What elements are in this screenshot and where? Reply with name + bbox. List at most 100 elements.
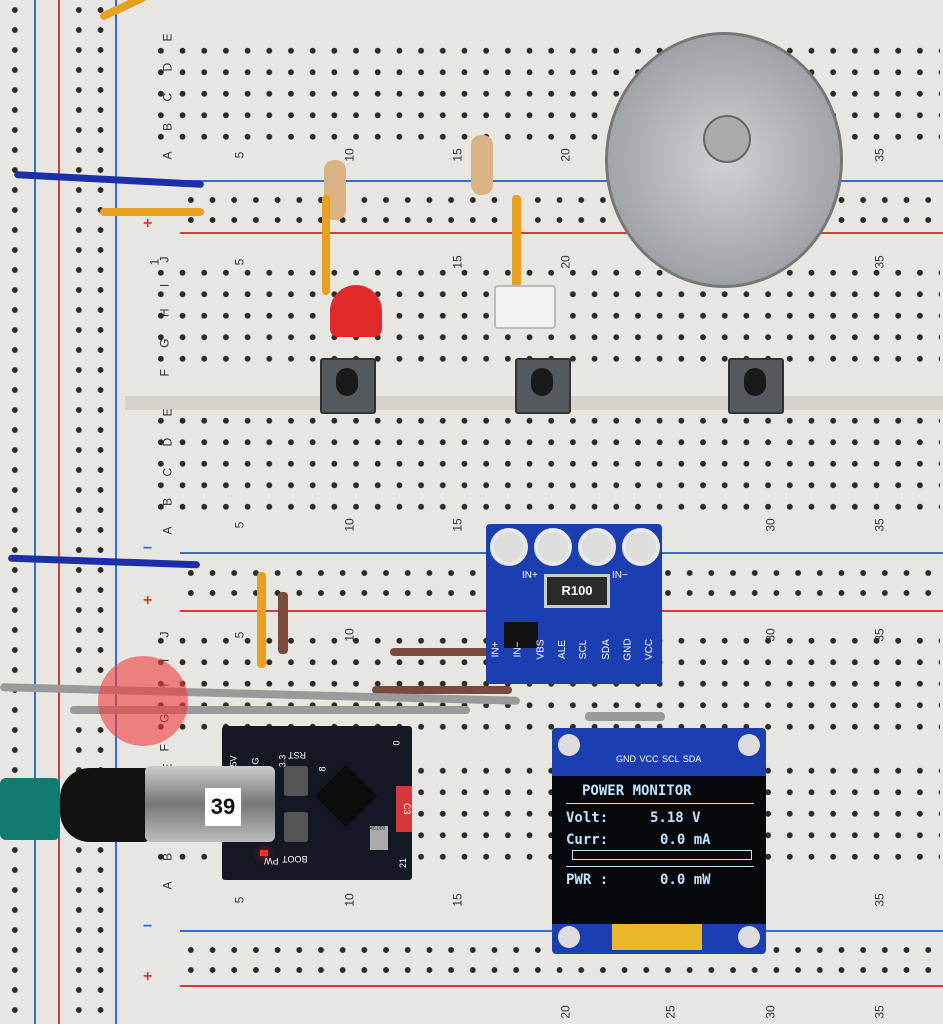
pw-label: PW bbox=[264, 856, 279, 866]
white-led bbox=[494, 285, 556, 329]
pin-label-21: 21 bbox=[398, 857, 409, 869]
divider bbox=[566, 803, 754, 804]
col-25: 25 bbox=[663, 1005, 678, 1019]
pin-vcc: VCC bbox=[639, 754, 659, 764]
power-led bbox=[260, 850, 268, 856]
boot-button[interactable] bbox=[284, 812, 308, 842]
screw-terminal bbox=[578, 528, 616, 566]
col-10: 10 bbox=[342, 148, 357, 162]
divider bbox=[566, 866, 754, 867]
curr-label: Curr: bbox=[566, 832, 609, 848]
col-5: 5 bbox=[232, 258, 247, 266]
col-30: 30 bbox=[763, 628, 778, 642]
crystal: 40.000 bbox=[370, 826, 388, 850]
rail-blue-line-1 bbox=[180, 180, 943, 182]
ina219-pin-label: IN− bbox=[511, 641, 523, 658]
dc-motor bbox=[605, 32, 843, 288]
in-minus-label: IN− bbox=[612, 570, 628, 581]
orange-lead bbox=[322, 195, 330, 295]
flex-cable bbox=[612, 924, 702, 950]
ina219-pin-label: VBS bbox=[535, 639, 547, 660]
col-35: 35 bbox=[872, 518, 887, 532]
oled-title: POWER MONITOR bbox=[582, 783, 692, 799]
push-button-1[interactable] bbox=[320, 358, 376, 414]
click-indicator bbox=[98, 656, 188, 746]
boot-label: BOOT bbox=[282, 854, 308, 864]
left-rail-holes bbox=[4, 0, 29, 1024]
col-30: 30 bbox=[763, 518, 778, 532]
volt-label: Volt: bbox=[566, 810, 609, 826]
col-10: 10 bbox=[342, 518, 357, 532]
oled-pin-labels: GND VCC SCL SDA bbox=[616, 754, 701, 764]
c3-label: C3 bbox=[396, 786, 412, 832]
pin-sda: SDA bbox=[682, 754, 702, 764]
ina219-pin-label: SDA bbox=[600, 639, 612, 660]
orange-jumper bbox=[257, 572, 266, 668]
col-20: 20 bbox=[558, 148, 573, 162]
left-rail-blue-line-2 bbox=[115, 0, 117, 1024]
ina219-pin-label: IN+ bbox=[490, 641, 502, 658]
usb-c-connector: 39 bbox=[145, 766, 275, 842]
minus-symbol: − bbox=[143, 918, 153, 935]
pin-label-8: 8 bbox=[317, 766, 328, 772]
col-5: 5 bbox=[232, 896, 247, 904]
volt-value: 5.18 V bbox=[650, 810, 701, 826]
col-35: 35 bbox=[872, 628, 887, 642]
pin-label-5v: 5V bbox=[228, 755, 239, 767]
row-letters-top: A B C D E bbox=[160, 24, 175, 160]
col-10: 10 bbox=[342, 628, 357, 642]
esp32-c3-board: 5V G 3.3 RST 8 0 C3 40.000 PW BOOT 21 bbox=[222, 726, 412, 880]
rail-red-line-1 bbox=[180, 232, 943, 234]
red-led bbox=[330, 285, 382, 337]
row-letters-bottom: F G H I J bbox=[157, 247, 172, 377]
screw-terminal bbox=[622, 528, 660, 566]
oled-screen: POWER MONITOR Volt: 5.18 V Curr: 0.0 mA … bbox=[552, 776, 766, 924]
pwr-label: PWR : bbox=[566, 872, 609, 888]
cable-number-label: 39 bbox=[205, 788, 241, 826]
col-5: 5 bbox=[232, 631, 247, 639]
col-35: 35 bbox=[872, 255, 887, 269]
push-button-3[interactable] bbox=[728, 358, 784, 414]
col-1: 1 bbox=[147, 258, 162, 266]
col-35: 35 bbox=[872, 1005, 887, 1019]
mount-hole bbox=[558, 926, 580, 948]
col-5: 5 bbox=[232, 151, 247, 159]
col-15: 15 bbox=[450, 893, 465, 907]
in-plus-label: IN+ bbox=[522, 570, 538, 581]
usb-cable-ferrite bbox=[0, 778, 60, 840]
mount-hole bbox=[558, 734, 580, 756]
plus-symbol: + bbox=[143, 592, 153, 609]
gray-wire-3 bbox=[585, 712, 665, 721]
col-5: 5 bbox=[232, 521, 247, 529]
rail-red-line-3 bbox=[180, 985, 943, 987]
pin-label-rst: RST bbox=[288, 750, 306, 760]
screw-terminal bbox=[490, 528, 528, 566]
orange-lead-2 bbox=[512, 195, 521, 290]
motor-shaft bbox=[703, 115, 751, 163]
col-15: 15 bbox=[450, 518, 465, 532]
mount-hole bbox=[738, 926, 760, 948]
col-35: 35 bbox=[872, 893, 887, 907]
resistor-2 bbox=[471, 135, 493, 195]
ina219-pin-label: GND bbox=[622, 638, 634, 661]
holes-a-e-2 bbox=[150, 410, 940, 518]
col-15: 15 bbox=[450, 255, 465, 269]
brown-wire-2 bbox=[372, 686, 512, 694]
push-button-2[interactable] bbox=[515, 358, 571, 414]
row-letters-top-2: A B C D E bbox=[160, 399, 175, 535]
col-10: 10 bbox=[342, 893, 357, 907]
esp32-chip bbox=[314, 764, 378, 828]
col-20: 20 bbox=[558, 1005, 573, 1019]
plus-symbol: + bbox=[143, 215, 153, 232]
shunt-resistor: R100 bbox=[544, 574, 610, 608]
screw-terminal bbox=[534, 528, 572, 566]
left-rail-blue-line bbox=[34, 0, 36, 1024]
orange-wire bbox=[100, 208, 204, 216]
pin-gnd: GND bbox=[616, 754, 636, 764]
brown-wire bbox=[390, 648, 490, 656]
ina219-chip bbox=[504, 622, 538, 648]
rst-button[interactable] bbox=[284, 766, 308, 796]
gray-wire-2 bbox=[70, 706, 470, 714]
